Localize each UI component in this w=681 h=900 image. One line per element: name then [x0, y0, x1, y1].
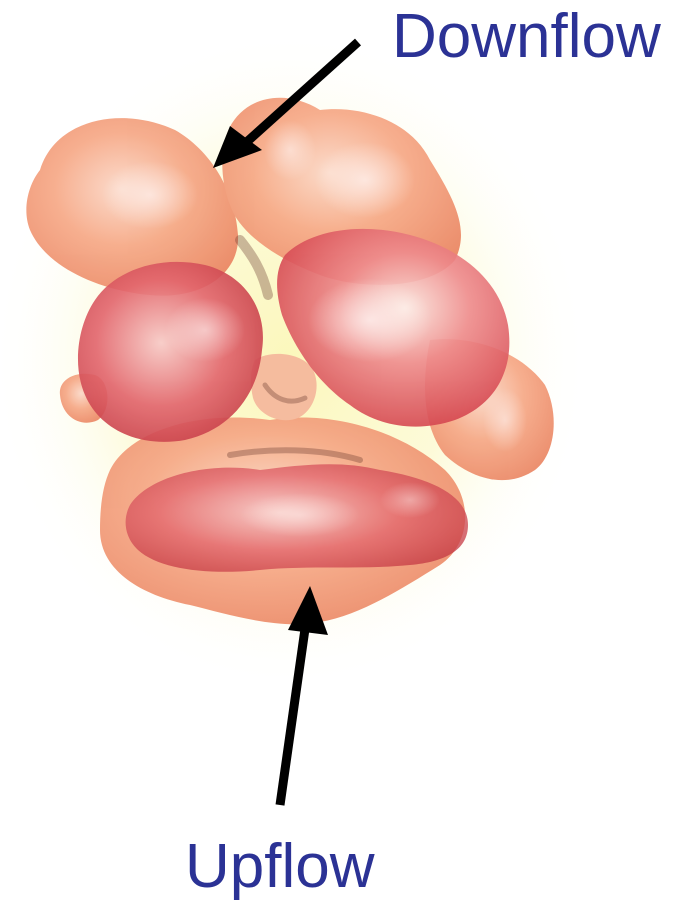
downflow-label: Downflow — [392, 6, 661, 68]
central-stem — [251, 354, 317, 420]
upflow-label: Upflow — [185, 836, 375, 898]
